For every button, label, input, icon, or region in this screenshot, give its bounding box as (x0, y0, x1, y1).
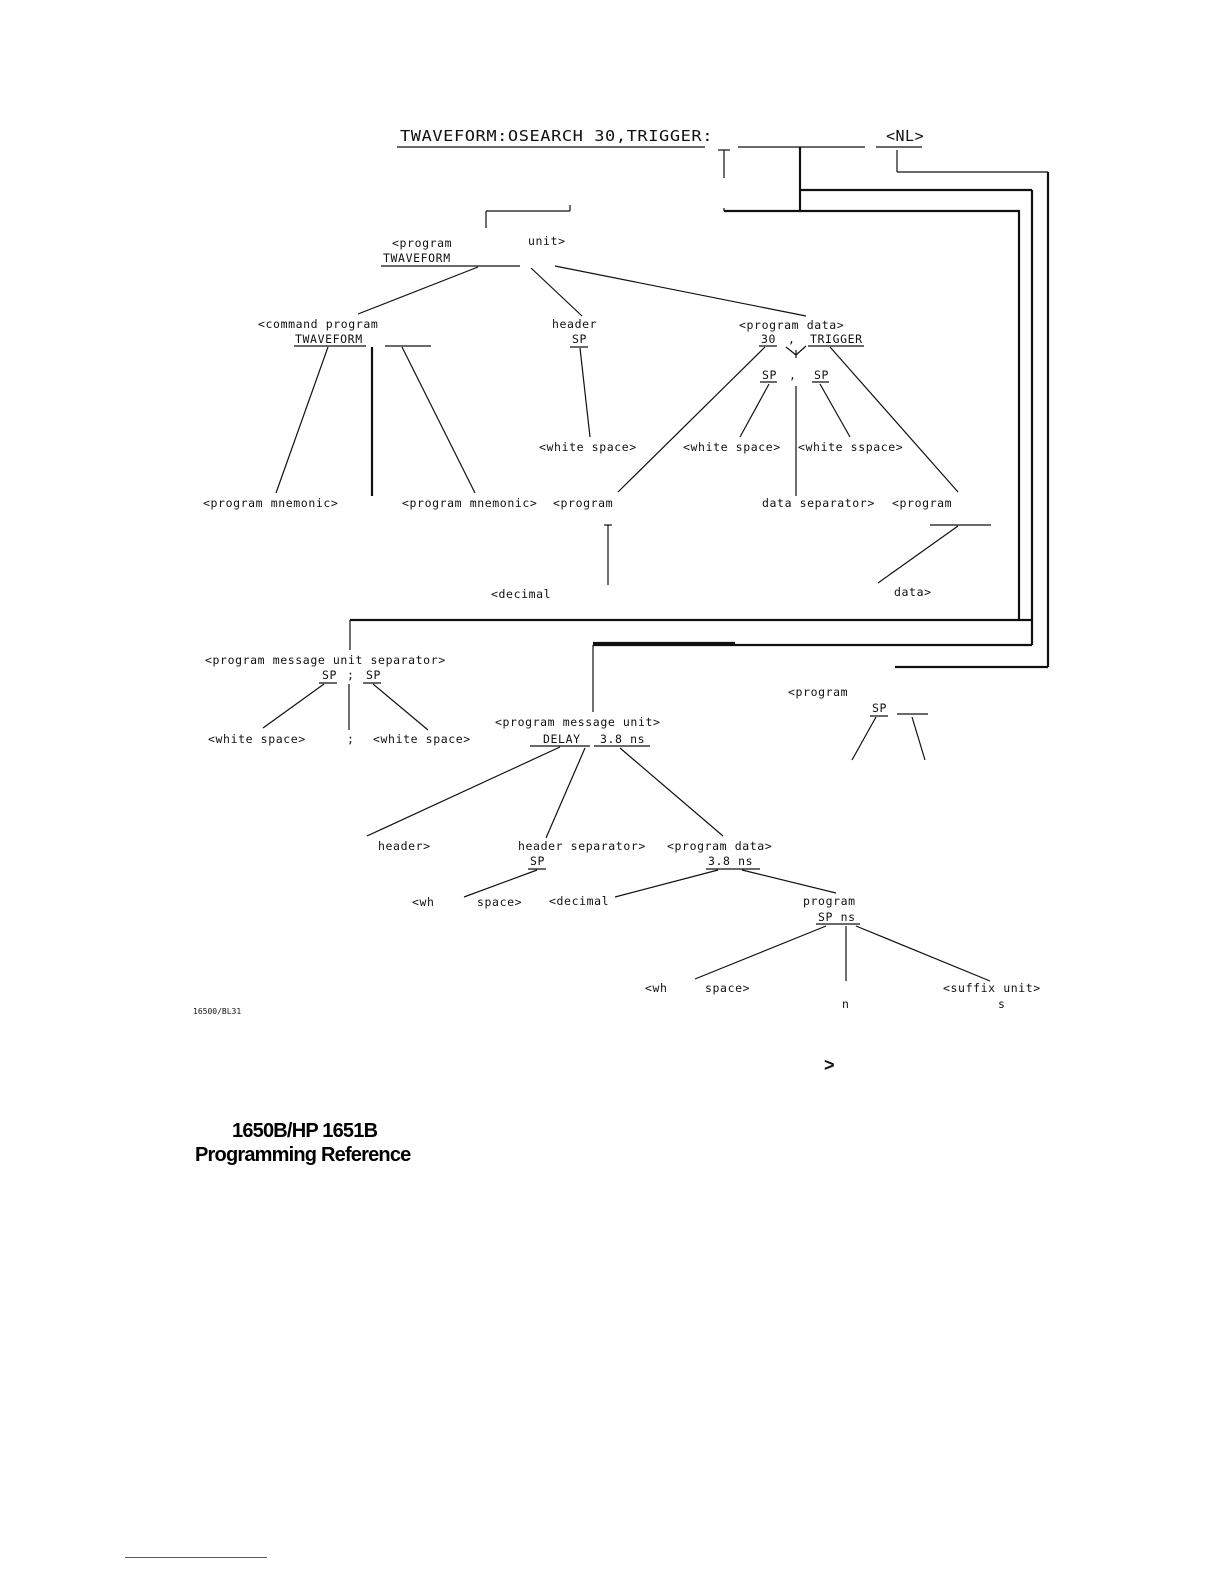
branch-ws-right (372, 683, 429, 731)
program-data-value-2: TRIGGER (810, 332, 863, 346)
branch-decimal-lower (614, 869, 719, 898)
header-sp: SP (572, 332, 587, 346)
comma-tick-l (785, 346, 797, 356)
pmu-semicolon: ; (347, 668, 355, 682)
header-sp-lower: SP (530, 854, 545, 868)
command-line-group: TWAVEFORM:OSEARCH 30,TRIGGER: <NL> (397, 127, 1050, 667)
space-left: space> (477, 895, 522, 909)
program-data-comma: , (788, 332, 796, 346)
mnemonic-left: <program mnemonic> (203, 496, 338, 510)
program-data-label: <program data> (739, 318, 844, 332)
branch-ws-data-right (819, 383, 851, 438)
pmu-label: <program message unit> (495, 715, 661, 729)
middle-tree: <program message unit separator> SP ; SP… (205, 653, 928, 839)
header-lower: header> (378, 839, 431, 853)
program-right: <program (892, 496, 952, 510)
branch-wh-bottom (694, 925, 827, 980)
branch-mnemonic-right (401, 346, 476, 494)
upper-tree: <program unit> TWAVEFORM <command progra… (203, 234, 991, 601)
mnemonic-right: <program mnemonic> (402, 496, 537, 510)
pmu-value-delay: DELAY (543, 732, 581, 746)
data-separator: data separator> (762, 496, 875, 510)
command-program-label: <command program (258, 317, 378, 331)
wh-left: <wh (412, 895, 435, 909)
arrow-mark: > (824, 1055, 835, 1075)
footer-subtitle: Programming Reference (195, 1144, 411, 1166)
branch-header (530, 267, 583, 317)
branch-command (357, 266, 479, 315)
branch-program-left (617, 346, 766, 493)
branch-ws-data-left (739, 383, 770, 438)
branch-header-ws (579, 347, 591, 438)
footer-title: 1650B/HP 1651B (232, 1120, 378, 1142)
program-label-left: <program (392, 236, 452, 250)
program-data-value-1: 30 (761, 332, 776, 346)
nl-terminator: <NL> (886, 127, 924, 145)
decimal-lower: <decimal (549, 894, 609, 908)
comma-tick-r (795, 345, 807, 356)
footer-rule (125, 1557, 267, 1558)
decimal-label: <decimal (491, 587, 551, 601)
pmu-sp-left: SP (322, 668, 337, 682)
branch-program-data-lower (619, 747, 724, 837)
command-line-text: TWAVEFORM:OSEARCH 30,TRIGGER: (400, 127, 713, 145)
white-space-header: <white space> (539, 440, 637, 454)
side-branch-right (911, 716, 926, 761)
program-side-label: <program (788, 685, 848, 699)
side-branch-left (851, 716, 877, 761)
branch-suffix (855, 925, 991, 982)
n-leaf: n (842, 997, 850, 1011)
header-label: header (552, 317, 597, 331)
unit-value: TWAVEFORM (383, 251, 451, 265)
branch-mnemonic-left (275, 346, 329, 494)
side-sp: SP (872, 701, 887, 715)
data-sp-right: SP (814, 368, 829, 382)
semicolon-leaf: ; (347, 732, 355, 746)
pmu-separator-label: <program message unit separator> (205, 653, 446, 667)
branch-wh-left (463, 869, 538, 898)
branch-program-right (829, 346, 959, 493)
white-space-right-mid: <white space> (373, 732, 471, 746)
white-space-left-mid: <white space> (208, 732, 306, 746)
suffix-unit: <suffix unit> (943, 981, 1041, 995)
unit-label: unit> (528, 234, 566, 248)
space-bottom: space> (705, 981, 750, 995)
data-label: data> (894, 585, 932, 599)
sp-ns-lower: SP ns (818, 910, 856, 924)
program-data-value-lower: 3.8 ns (708, 854, 753, 868)
program-data-label-lower: <program data> (667, 839, 772, 853)
branch-data (554, 265, 807, 317)
data-sp-sep: , (789, 368, 797, 382)
branch-header-lower (366, 746, 561, 837)
program-lower: program (803, 894, 856, 908)
white-space-data-right: <white sspace> (798, 440, 903, 454)
branch-data-leaf (877, 525, 959, 584)
pmu-sp-right: SP (366, 668, 381, 682)
program-left: <program (553, 496, 613, 510)
lower-tree: header> header separator> SP <program da… (193, 839, 1041, 1075)
pmu-value-38ns: 3.8 ns (600, 732, 645, 746)
command-program-value: TWAVEFORM (295, 332, 363, 346)
figure-code: 16500/BL31 (193, 1007, 241, 1016)
branch-program-lower (741, 869, 837, 894)
branch-ws-left (262, 683, 325, 729)
s-leaf: s (998, 997, 1006, 1011)
middle-routing (349, 618, 1048, 712)
data-sp-left: SP (762, 368, 777, 382)
header-separator-lower: header separator> (518, 839, 646, 853)
white-space-data-left: <white space> (683, 440, 781, 454)
wh-bottom: <wh (645, 981, 668, 995)
branch-header-sep (545, 747, 586, 839)
